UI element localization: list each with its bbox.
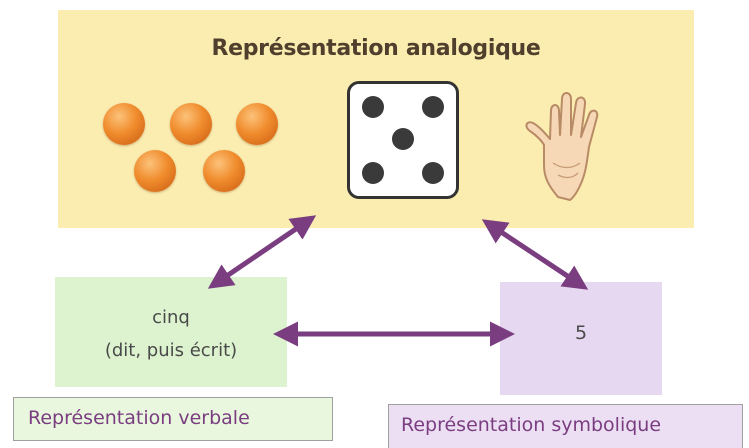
die-pip: [362, 162, 384, 184]
orange-ball-icon: [236, 103, 278, 145]
die-five-icon: [347, 81, 459, 199]
analog-title: Représentation analogique: [211, 36, 541, 61]
verbal-word: cinq: [152, 307, 190, 328]
die-pip: [422, 96, 444, 118]
arrow-analog-verbal: [207, 215, 317, 289]
arrow-analog-symbolic: [481, 219, 589, 290]
orange-ball-icon: [103, 103, 145, 145]
symbolic-numeral: 5: [574, 322, 588, 344]
symbolic-representation-panel: 5: [500, 282, 662, 395]
open-hand-icon: [525, 92, 599, 201]
verbal-note: (dit, puis écrit): [104, 340, 238, 361]
die-pip: [362, 96, 384, 118]
verbal-text: cinq (dit, puis écrit): [55, 301, 287, 367]
die-pip: [422, 162, 444, 184]
die-pip: [392, 128, 414, 150]
orange-ball-icon: [170, 103, 212, 145]
orange-ball-icon: [203, 150, 245, 192]
orange-ball-icon: [134, 150, 176, 192]
symbolic-caption: Représentation symbolique: [388, 404, 743, 448]
verbal-representation-panel: cinq (dit, puis écrit): [55, 277, 287, 387]
verbal-caption: Représentation verbale: [13, 397, 333, 441]
